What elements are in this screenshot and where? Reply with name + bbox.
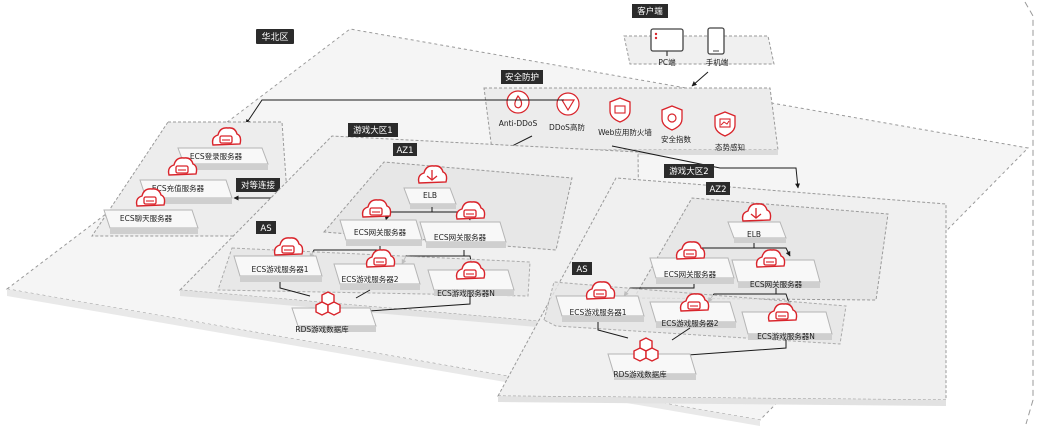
zone-2-label: 游戏大区2 <box>669 166 708 177</box>
zone-2-rds-label: RDS游戏数据库 <box>613 369 667 379</box>
zone-1-as: AS <box>260 224 271 234</box>
chart-shield-icon <box>714 111 736 137</box>
ecs-chat-label: ECS聊天服务器 <box>120 213 173 223</box>
zone-1-game-server-n-label: ECS游戏服务器N <box>437 288 495 298</box>
zone-1-game-server-2-label: ECS游戏服务器2 <box>341 274 398 284</box>
pc-label: PC端 <box>658 57 676 67</box>
region-label: 华北区 <box>261 31 288 43</box>
zone-2-game-server-1-label: ECS游戏服务器1 <box>569 307 626 317</box>
zone-2-gateway-2-label: ECS网关服务器 <box>750 279 803 289</box>
security-item-anti-ddos: Anti-DDoS <box>499 119 538 128</box>
zone-1: 游戏大区1 AZ1 ELB ECS网关服务器 ECS网关服务器 AS <box>178 123 641 336</box>
zone-2-game-server-2-label: ECS游戏服务器2 <box>661 318 718 328</box>
zone-1-elb-label: ELB <box>423 191 437 200</box>
zone-1-game-server-1-label: ECS游戏服务器1 <box>251 264 308 274</box>
zone-1-gateway-2-label: ECS网关服务器 <box>434 232 487 242</box>
zone-1-az: AZ1 <box>396 146 413 156</box>
phone-label: 手机端 <box>706 57 729 67</box>
shared-servers-group: ECS登录服务器 ECS充值服务器 ECS聊天服务器 <box>91 121 291 237</box>
zone-1-gateway-1-label: ECS网关服务器 <box>354 227 407 237</box>
zone-2-az: AZ2 <box>709 185 726 195</box>
client-label: 客户端 <box>637 6 663 17</box>
security-item-waf: Web应用防火墙 <box>598 127 652 137</box>
zone-2-gateway-1-label: ECS网关服务器 <box>664 269 717 279</box>
firewall-shield-icon <box>609 97 631 123</box>
score-shield-icon <box>661 105 683 131</box>
security-to-zone2-arrow <box>611 145 801 189</box>
security-item-situation: 态势感知 <box>715 142 745 152</box>
security-to-shared-arrow <box>245 99 564 125</box>
phone-icon <box>707 27 725 55</box>
shield-triangle-icon <box>556 92 580 116</box>
security-item-ddos-pro: DDoS高防 <box>549 122 585 132</box>
ecs-recharge-label: ECS充值服务器 <box>152 183 205 193</box>
flame-icon <box>506 90 530 114</box>
security-label: 安全防护 <box>505 72 539 83</box>
peering-label: 对等连接 <box>241 180 276 191</box>
zone-2: 游戏大区2 AZ2 ELB ECS网关服务器 ECS网关服务器 AS ECS游戏… <box>497 164 947 406</box>
client-group: 客户端 PC端 手机端 <box>623 4 775 67</box>
client-to-security-arrow <box>691 71 709 87</box>
zone-2-elb-label: ELB <box>747 230 761 239</box>
monitor-icon <box>650 28 684 56</box>
boundary-line <box>1024 1 1034 425</box>
ecs-login-label: ECS登录服务器 <box>190 151 243 161</box>
peering-label-bg <box>236 178 280 192</box>
zone-2-as: AS <box>576 265 587 275</box>
zone-1-rds-label: RDS游戏数据库 <box>295 324 349 334</box>
region-label-bg <box>256 29 294 44</box>
zone-1-label: 游戏大区1 <box>353 125 392 136</box>
zone-2-game-server-n-label: ECS游戏服务器N <box>757 331 815 341</box>
security-item-score: 安全指数 <box>661 134 691 144</box>
